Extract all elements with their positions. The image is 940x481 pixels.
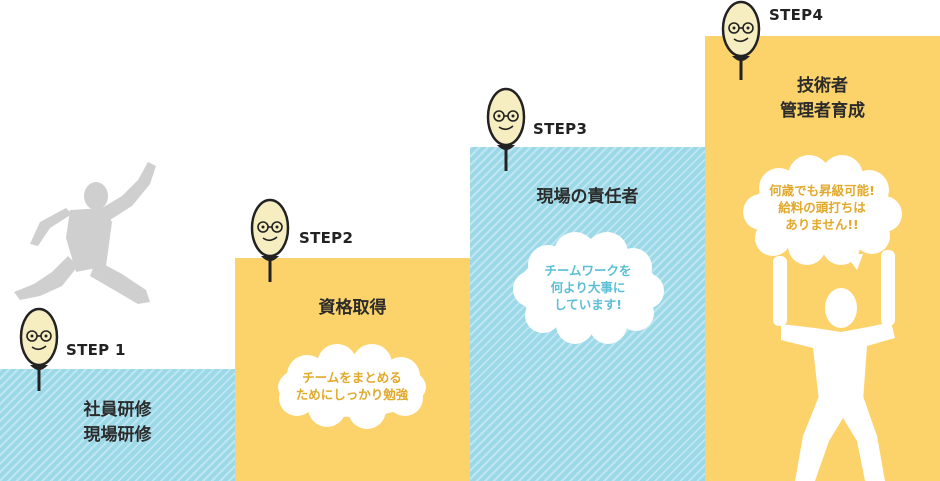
step4-block: 技術者 管理者育成 xyxy=(705,36,940,481)
step2-bubble-text: チームをまとめる ためにしっかり勉強 xyxy=(267,369,437,403)
step2-title-line1: 資格取得 xyxy=(318,298,387,318)
step1-title-line2: 現場研修 xyxy=(83,425,152,445)
step3-title-line1: 現場の責任者 xyxy=(536,187,639,207)
step2-block: 資格取得 チームをまとめる ためにしっかり勉強 xyxy=(235,258,470,481)
step3-rice-grain-mascot-icon xyxy=(486,87,526,171)
step1-title: 社員研修 現場研修 xyxy=(0,398,235,448)
step3-bubble-text: チームワークを 何より大事に しています! xyxy=(503,262,673,313)
step4-bubble-line2: 給料の頭打ちは xyxy=(778,200,866,215)
step3-bubble-line2: 何より大事に xyxy=(550,280,626,295)
step4-title-line2: 管理者育成 xyxy=(780,101,865,121)
step3-bubble-line3: しています! xyxy=(554,297,622,312)
cheering-person-icon xyxy=(773,250,895,481)
step1-label: STEP 1 xyxy=(66,341,126,359)
step4-title-line1: 技術者 xyxy=(797,76,848,96)
step2-label: STEP2 xyxy=(299,229,354,247)
step4-title: 技術者 管理者育成 xyxy=(705,74,940,124)
jumping-person-icon xyxy=(14,162,156,304)
step2-speech-bubble: チームをまとめる ためにしっかり勉強 xyxy=(267,340,437,432)
cloud-shape xyxy=(278,344,426,429)
step2-title: 資格取得 xyxy=(235,296,470,321)
step2-bubble-line2: ためにしっかり勉強 xyxy=(295,387,409,402)
step3-label: STEP3 xyxy=(533,120,588,138)
step2-bubble-line1: チームをまとめる xyxy=(302,370,402,385)
step3-block: 現場の責任者 チームワークを xyxy=(470,147,705,481)
step4-bubble-text: 何歳でも昇級可能! 給料の頭打ちは ありません!! xyxy=(737,182,907,233)
cloud-shape xyxy=(513,232,664,344)
step4-bubble-line3: ありません!! xyxy=(785,217,859,232)
cloud-shape xyxy=(743,155,902,270)
step4-speech-bubble: 何歳でも昇級可能! 給料の頭打ちは ありません!! xyxy=(737,154,907,272)
step4-bubble-line1: 何歳でも昇級可能! xyxy=(769,183,875,198)
step1-title-line1: 社員研修 xyxy=(83,400,152,420)
step4-rice-grain-mascot-icon xyxy=(721,0,761,80)
step3-speech-bubble: チームワークを 何より大事に しています! xyxy=(503,227,673,345)
step3-title: 現場の責任者 xyxy=(470,185,705,210)
step1-rice-grain-mascot-icon xyxy=(19,307,59,391)
step4-label: STEP4 xyxy=(769,6,824,24)
step3-bubble-line1: チームワークを xyxy=(544,263,632,278)
step2-rice-grain-mascot-icon xyxy=(250,198,290,282)
